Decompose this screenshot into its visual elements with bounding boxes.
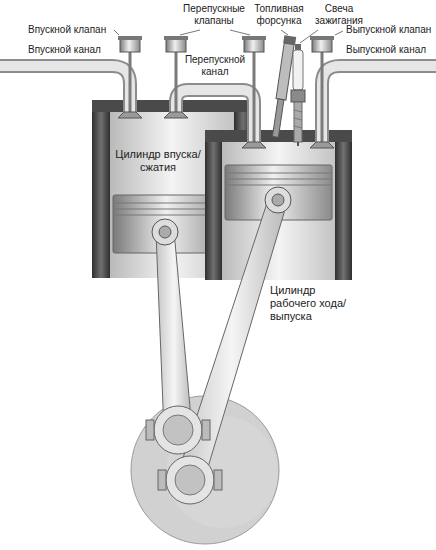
intake-port-part bbox=[0, 66, 130, 112]
connecting-rod-part bbox=[265, 187, 291, 213]
transfer-valve-part bbox=[242, 142, 266, 148]
transfer-valve-part bbox=[175, 52, 178, 114]
fuel-injector bbox=[269, 35, 296, 138]
spark-plug-part bbox=[291, 90, 305, 102]
power-cylinder-part bbox=[205, 130, 222, 280]
fuel-injector-part bbox=[272, 99, 283, 137]
transfer-valve-part bbox=[164, 36, 188, 40]
leader-line-part bbox=[335, 31, 343, 35]
exhaust-valve-part bbox=[321, 52, 324, 144]
exhaust-valve bbox=[310, 36, 334, 148]
spark-plug-part bbox=[293, 50, 303, 90]
rod-big-end-part bbox=[175, 465, 205, 495]
port-label: Выпускной канал bbox=[346, 44, 426, 56]
intake-valve bbox=[118, 36, 142, 118]
exhaust-port-part bbox=[322, 66, 436, 142]
intake-valve-part bbox=[129, 52, 132, 114]
spark-plug-part bbox=[294, 102, 302, 142]
transfer-valve-part bbox=[244, 38, 264, 52]
leader-line-part bbox=[300, 30, 318, 43]
rod-big-end-part bbox=[214, 470, 222, 490]
transfer-valve-part bbox=[242, 36, 266, 40]
leader-line-part bbox=[281, 30, 288, 35]
transfer-port bbox=[176, 90, 254, 142]
exhaust-valve-part bbox=[312, 38, 332, 52]
piston-part bbox=[225, 173, 332, 174]
transfer-port-part bbox=[176, 90, 254, 142]
spark-plug-part bbox=[294, 118, 302, 120]
rod-big-end bbox=[146, 406, 210, 454]
port-label: Перепускной канал bbox=[180, 54, 250, 78]
power-cylinder-part bbox=[205, 130, 352, 280]
rod-big-end-part bbox=[158, 470, 166, 490]
valve-label: Перепускные клапаны bbox=[178, 3, 250, 27]
intake-valve-part bbox=[118, 36, 142, 40]
rod-big-end-part bbox=[166, 456, 214, 504]
exhaust-port-part bbox=[322, 66, 436, 142]
exhaust-valve-part bbox=[310, 142, 334, 148]
intake-valve-part bbox=[118, 112, 142, 118]
transfer-valve bbox=[242, 36, 266, 148]
intake-port-part bbox=[0, 66, 130, 112]
piston-part bbox=[225, 179, 332, 180]
spark-plug-part bbox=[294, 126, 302, 128]
leader-line-part bbox=[180, 30, 200, 35]
connecting-rod-part bbox=[152, 219, 178, 245]
intake-cylinder-part bbox=[92, 100, 110, 278]
cylinder-label: Цилиндр рабочего хода/выпуска bbox=[270, 284, 354, 323]
leader-line-part bbox=[230, 30, 250, 35]
spark-plug-label: Свеча зажигания bbox=[309, 3, 369, 27]
rod-big-end-part bbox=[154, 406, 202, 454]
spark-plug-part bbox=[297, 142, 299, 146]
spark-plug-part bbox=[294, 110, 302, 112]
rod-big-end bbox=[158, 456, 222, 504]
transfer-valve-part bbox=[164, 112, 188, 118]
connecting-rod-part bbox=[156, 231, 192, 431]
rod-big-end-part bbox=[202, 420, 210, 440]
intake-port bbox=[0, 66, 130, 112]
exhaust-port bbox=[322, 66, 436, 142]
intake-valve-part bbox=[120, 38, 140, 52]
piston-part bbox=[225, 185, 332, 186]
valve-label: Впускной клапан bbox=[28, 24, 106, 36]
port-label: Впускной канал bbox=[28, 44, 101, 56]
spark-plug-part bbox=[295, 44, 301, 50]
injector-label: Топливная форсунка bbox=[250, 3, 308, 27]
connecting-rod bbox=[152, 219, 192, 431]
transfer-port-part bbox=[176, 90, 254, 142]
valve-label: Выпускной клапан bbox=[346, 24, 431, 36]
power-cylinder-part bbox=[335, 130, 352, 280]
transfer-valve bbox=[164, 36, 188, 118]
rod-big-end-part bbox=[146, 420, 154, 440]
spark-plug bbox=[291, 44, 305, 146]
cylinder-label: Цилиндр впуска/сжатия bbox=[113, 148, 203, 174]
piston-part bbox=[225, 165, 332, 220]
piston bbox=[225, 165, 332, 220]
leader-line bbox=[114, 30, 343, 43]
exhaust-valve-part bbox=[310, 36, 334, 40]
power-cylinder bbox=[205, 130, 352, 280]
transfer-valve-part bbox=[166, 38, 186, 52]
connecting-rod-part bbox=[272, 194, 284, 206]
leader-line-part bbox=[114, 30, 119, 35]
rod-big-end-part bbox=[163, 415, 193, 445]
transfer-valve-part bbox=[253, 52, 256, 144]
connecting-rod-part bbox=[159, 226, 171, 238]
